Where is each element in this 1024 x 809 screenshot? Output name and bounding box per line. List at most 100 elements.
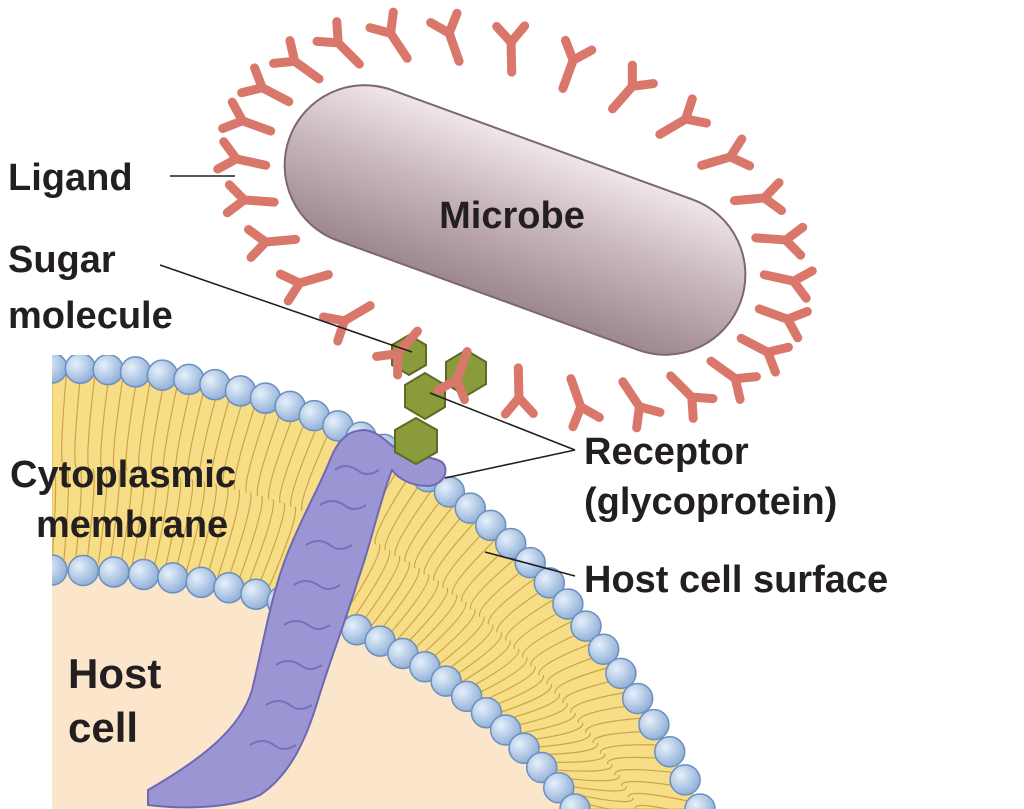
- ligand: [697, 134, 755, 171]
- phospholipid-head: [474, 509, 507, 542]
- lipid-tail: [74, 373, 82, 469]
- host-cell-label-line1: Host: [68, 650, 161, 697]
- ligand: [706, 356, 761, 404]
- lipid-tail: [131, 472, 145, 566]
- sugar-label-line1: Sugar: [8, 239, 116, 281]
- phospholipid-head: [240, 578, 272, 610]
- ligand: [500, 363, 538, 419]
- phospholipid-head: [213, 572, 245, 604]
- lipid-tail: [227, 492, 252, 580]
- phospholipid-head: [587, 633, 620, 666]
- lipid-tail: [360, 555, 401, 625]
- lipid-tail: [459, 640, 511, 684]
- lipid-tail: [600, 744, 662, 754]
- lipid-tail: [530, 732, 591, 749]
- ligand: [244, 225, 301, 262]
- phospholipid-head: [542, 772, 575, 804]
- phospholipid-head: [514, 546, 546, 579]
- ligand: [666, 371, 718, 423]
- lipid-tail: [369, 561, 411, 629]
- lipid-tail: [125, 377, 138, 472]
- lipid-tail: [97, 468, 108, 564]
- ligand: [365, 7, 412, 63]
- lipid-tail: [74, 467, 82, 563]
- lipid-tail: [505, 597, 557, 641]
- lipid-tail: [100, 374, 110, 470]
- cytoplasmic-label-line1: Cytoplasmic: [10, 454, 236, 496]
- ligand: [618, 377, 665, 433]
- lipid-tail: [112, 376, 124, 471]
- lipid-tail: [222, 397, 244, 487]
- phospholipid-head: [638, 708, 670, 741]
- lipid-tail: [233, 401, 257, 490]
- lipid-tail: [196, 483, 217, 574]
- lipid-tail: [237, 495, 263, 583]
- lipid-tail: [267, 506, 297, 590]
- lipid-tail: [404, 495, 445, 562]
- ligand: [759, 266, 817, 303]
- lipid-tail: [153, 475, 170, 568]
- microbe: [283, 84, 747, 356]
- ligand: [312, 17, 364, 69]
- lipid-tail: [469, 556, 518, 610]
- receptor-leader-protein: [444, 449, 576, 479]
- ligand: [318, 301, 375, 346]
- ligand: [754, 304, 812, 343]
- cytoplasmic-label-line2: membrane: [36, 504, 228, 546]
- lipid-tail: [413, 503, 456, 569]
- lipid-tail: [443, 624, 494, 673]
- phospholipid-head: [64, 355, 97, 385]
- lipid-tail: [423, 511, 467, 575]
- lipid-tail: [467, 648, 520, 690]
- lipid-tail: [206, 486, 229, 576]
- lipid-tail: [517, 712, 576, 735]
- sugar-chain: [391, 333, 487, 466]
- ligand: [736, 333, 793, 377]
- phospholipid-head: [92, 355, 124, 386]
- lipid-tail: [395, 580, 439, 642]
- receptor-label-line2: (glycoprotein): [584, 481, 837, 523]
- lipid-tail: [394, 487, 434, 557]
- phospholipid-head: [173, 363, 205, 396]
- phospholipid-head: [98, 556, 130, 588]
- phospholipid-head: [653, 736, 686, 768]
- lipid-tail: [442, 528, 488, 588]
- phospholipid-head: [669, 764, 701, 796]
- ligand: [426, 8, 464, 66]
- lipid-tail: [137, 379, 152, 473]
- phospholipid-head: [185, 566, 217, 599]
- sugar-hexagon: [404, 371, 446, 421]
- lipid-tail: [185, 481, 206, 573]
- lipid-tail: [386, 574, 430, 638]
- lipid-tail: [411, 594, 458, 652]
- ligand: [558, 35, 597, 93]
- lipid-tail: [433, 520, 477, 582]
- lipid-tail: [63, 467, 70, 563]
- lipid-tail: [257, 502, 286, 588]
- phospholipid-head: [621, 682, 654, 715]
- phospholipid-head: [605, 657, 637, 690]
- microbe-label: Microbe: [439, 195, 585, 237]
- lipid-tail: [351, 549, 391, 621]
- lipid-tail: [52, 467, 57, 563]
- lipid-tail: [522, 619, 575, 658]
- phospholipid-head: [127, 558, 160, 591]
- ligand: [492, 21, 530, 77]
- ligand: [275, 269, 333, 306]
- lipid-tail: [562, 784, 627, 792]
- lipid-tail: [61, 373, 68, 468]
- lipid-tail: [290, 423, 319, 507]
- sugar-label-line2: molecule: [8, 295, 173, 337]
- lipid-tail: [489, 674, 544, 708]
- lipid-tail: [150, 381, 165, 475]
- ligand: [218, 97, 276, 136]
- lipid-tail: [496, 683, 552, 715]
- lipid-tail: [142, 473, 158, 567]
- phospholipid-head: [526, 751, 558, 784]
- lipid-tail: [628, 792, 693, 803]
- lipid-tail: [86, 468, 95, 563]
- lipid-tail: [247, 499, 275, 585]
- lipid-tail: [481, 665, 536, 702]
- lipid-tail: [614, 768, 678, 776]
- lipid-tail: [210, 394, 232, 485]
